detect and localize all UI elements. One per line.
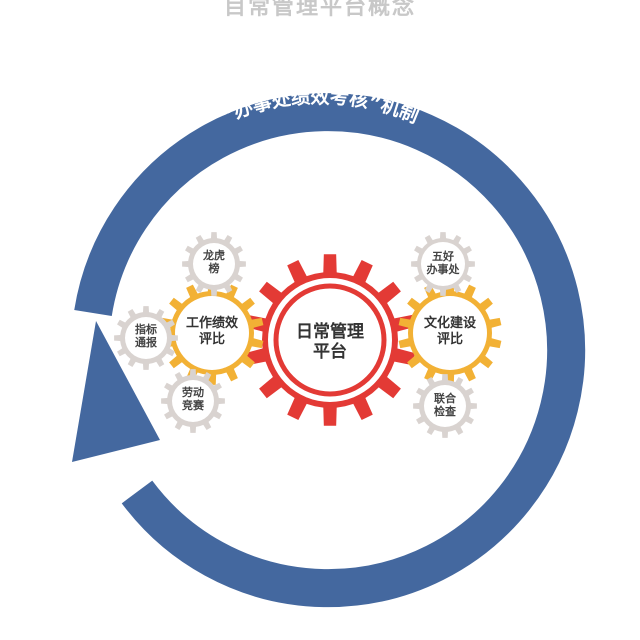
right-gear-label: 文化建设 评比 (405, 316, 495, 347)
gear-ring (172, 380, 214, 422)
gear-ring (193, 243, 235, 285)
center-gear (245, 254, 415, 426)
left-gear-line2: 评比 (198, 331, 225, 347)
small-gear-bottom-left-line1: 劳动 (182, 386, 204, 399)
small-gear-left (114, 306, 178, 370)
gear-ring (125, 317, 167, 359)
left-gear-label: 工作绩效 评比 (167, 316, 257, 347)
gear-ring (421, 242, 465, 286)
center-gear-line1: 日常管理 (296, 322, 364, 342)
center-gear-line2: 平台 (313, 342, 347, 363)
right-gear-line1: 文化建设 (423, 316, 476, 331)
small-gear-top-left-label: 龙虎 榜 (189, 249, 239, 275)
right-gear-line2: 评比 (436, 331, 463, 347)
cycle-arc (74, 93, 586, 608)
small-gear-top-right-line2: 办事处 (426, 263, 460, 277)
small-gear-top-left-line1: 龙虎 (203, 249, 225, 262)
small-gear-bottom-right-label: 联合 检查 (420, 392, 470, 418)
small-gear-top-left (182, 232, 246, 296)
gear-ring (175, 296, 249, 370)
gear-ring (273, 283, 387, 397)
cycle-arrow (72, 93, 586, 608)
small-gear-top-right (411, 232, 475, 296)
small-gear-bottom-left-label: 劳动 竞赛 (168, 386, 218, 412)
small-gear-bottom-right-line2: 检查 (434, 405, 456, 419)
left-gear (160, 281, 264, 385)
small-gear-left-label: 指标 通报 (121, 323, 171, 349)
small-gear-left-line1: 指标 (135, 323, 157, 336)
small-gear-bottom-left (161, 369, 225, 433)
small-gear-top-right-line1: 五好 (432, 250, 454, 263)
gear-ring (413, 296, 487, 370)
small-gear-top-right-label: 五好 办事处 (418, 250, 468, 276)
gear-ring (286, 296, 374, 384)
small-gear-left-line2: 通报 (135, 336, 157, 350)
gear-ring (424, 385, 466, 427)
small-gear-bottom-right (413, 374, 477, 438)
cycle-arrowhead (72, 321, 160, 462)
top-title: 目常管理平台概念 (223, 0, 416, 20)
left-gear-line1: 工作绩效 (185, 316, 238, 331)
right-gear (398, 281, 502, 385)
small-gear-bottom-left-line2: 竞赛 (182, 399, 204, 413)
small-gear-bottom-right-line1: 联合 (434, 392, 456, 405)
small-gear-top-left-line2: 榜 (208, 262, 220, 276)
center-gear-label: 日常管理 平台 (270, 322, 390, 363)
